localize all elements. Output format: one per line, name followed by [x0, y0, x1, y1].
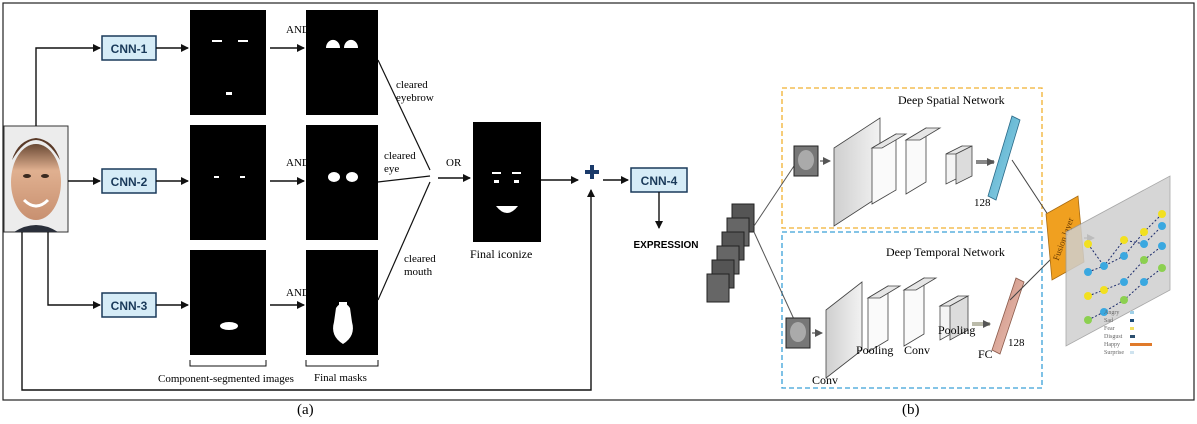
and-label-1: AND — [286, 24, 310, 36]
spatial-layers — [833, 117, 973, 227]
legend-swatch-fear — [1130, 327, 1134, 330]
cnn-1-box: CNN-1 — [101, 35, 157, 61]
legend-swatch-angry — [1130, 311, 1134, 314]
and-label-2: AND — [286, 157, 310, 169]
legend-label-angry: Angry — [1104, 310, 1119, 316]
cleared-mouth-line1: cleared — [404, 253, 436, 265]
legend-swatch-happy — [1130, 343, 1152, 346]
cnn-1-label: CNN-1 — [111, 42, 148, 56]
segmented-image-3 — [190, 250, 266, 355]
final-mask-2 — [306, 125, 378, 240]
face-photo — [3, 125, 69, 233]
input-frame-stack — [706, 203, 755, 303]
fc-label: FC — [978, 347, 993, 361]
cnn-2-box: CNN-2 — [101, 168, 157, 194]
cnn-3-box: CNN-3 — [101, 292, 157, 318]
plus-operator — [585, 165, 599, 179]
spatial-feature-bar — [987, 115, 1021, 201]
expression-label: EXPRESSION — [633, 240, 698, 251]
cnn-4-label: CNN-4 — [641, 174, 678, 188]
legend-swatch-sad — [1130, 319, 1134, 322]
final-masks-label: Final masks — [314, 372, 367, 384]
panel-a: CNN-1 CNN-2 CNN-3 A — [3, 10, 699, 418]
cleared-mouth-line2: mouth — [404, 266, 433, 278]
cnn-3-label: CNN-3 — [111, 299, 148, 313]
cnn-4-box: CNN-4 — [630, 167, 688, 193]
temporal-network-box — [781, 231, 1043, 389]
legend-label-sad: Sad — [1104, 318, 1113, 324]
final-mask-3 — [306, 250, 378, 355]
legend-swatch-surprise — [1130, 351, 1134, 354]
temporal-input-face — [785, 317, 811, 349]
cleared-eye-line2: eye — [384, 163, 399, 175]
caption-a: (a) — [297, 402, 314, 418]
panel-a-frame — [2, 2, 1195, 401]
conv-label-1: Conv — [812, 373, 838, 387]
emotion-legend: Angry Sad Fear Disgust Happy Surprise — [1104, 310, 1152, 356]
classifier-plane — [1065, 175, 1171, 347]
cleared-eye-line1: cleared — [384, 150, 416, 162]
segmented-image-2 — [190, 125, 266, 240]
caption-b: (b) — [902, 402, 920, 418]
legend-label-fear: Fear — [1104, 326, 1115, 332]
pooling-label-1: Pooling — [856, 343, 893, 357]
panel-b: Deep Spatial Network Deep Temporal Netwo… — [706, 87, 1171, 418]
temporal-dim-label: 128 — [1008, 337, 1025, 349]
pooling-label-2: Pooling — [938, 323, 975, 337]
spatial-network-title: Deep Spatial Network — [898, 93, 1005, 107]
final-iconize-image — [473, 122, 541, 242]
temporal-layers — [825, 277, 970, 379]
final-iconize-label: Final iconize — [470, 247, 532, 261]
and-label-3: AND — [286, 287, 310, 299]
conv-label-2: Conv — [904, 343, 930, 357]
legend-label-happy: Happy — [1104, 342, 1120, 348]
legend-label-disgust: Disgust — [1104, 334, 1123, 340]
spatial-dim-label: 128 — [974, 197, 991, 209]
final-mask-1 — [306, 10, 378, 115]
spatial-input-face — [793, 145, 819, 177]
cnn-2-label: CNN-2 — [111, 175, 148, 189]
segmented-image-1 — [190, 10, 266, 115]
or-label: OR — [446, 157, 462, 169]
temporal-feature-bar — [991, 277, 1025, 355]
component-segmented-label: Component-segmented images — [158, 373, 294, 385]
spatial-network-box — [781, 87, 1043, 229]
cleared-eyebrow-line1: cleared — [396, 79, 428, 91]
cleared-eyebrow-line2: eyebrow — [396, 92, 434, 104]
legend-swatch-disgust — [1130, 335, 1135, 338]
temporal-network-title: Deep Temporal Network — [886, 245, 1005, 259]
legend-label-surprise: Surprise — [1104, 350, 1124, 356]
